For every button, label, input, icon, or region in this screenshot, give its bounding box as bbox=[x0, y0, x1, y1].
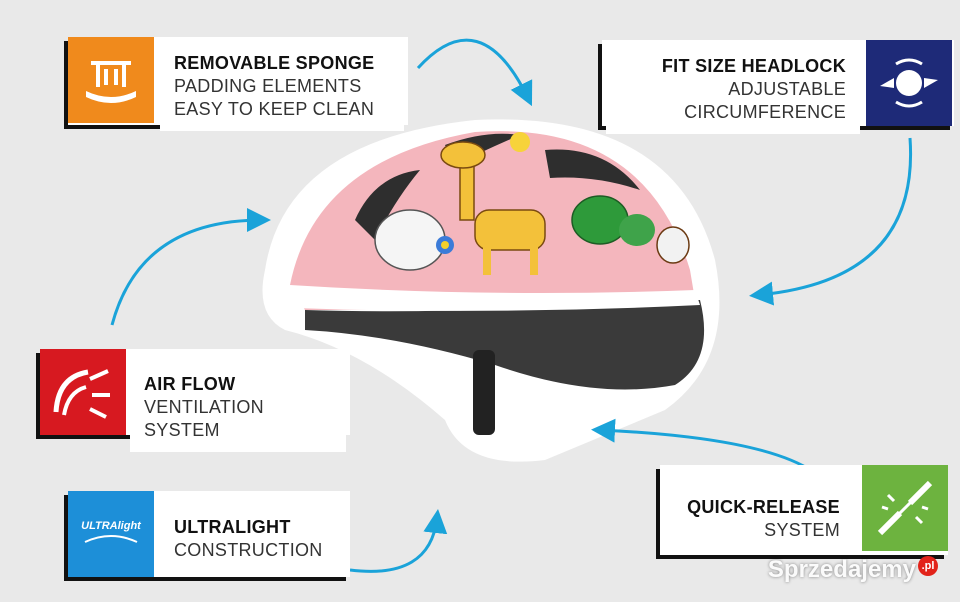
sponge-padding-icon bbox=[68, 37, 154, 123]
airflow-title: AIR FLOW bbox=[144, 374, 236, 394]
ultralight-line1: CONSTRUCTION bbox=[174, 540, 323, 560]
headlock-line2: CIRCUMFERENCE bbox=[684, 102, 846, 122]
sponge-line1: PADDING ELEMENTS bbox=[174, 76, 362, 96]
watermark-suffix: .pl bbox=[918, 556, 938, 576]
sponge-title: REMOVABLE SPONGE bbox=[174, 53, 375, 73]
sponge-line2: EASY TO KEEP CLEAN bbox=[174, 99, 375, 119]
ultralight-icon: ULTRAlight bbox=[68, 491, 154, 577]
airflow-line1: VENTILATION SYSTEM bbox=[144, 397, 264, 440]
watermark-text: Sprzedajemy bbox=[767, 556, 916, 583]
air-flow-icon bbox=[40, 349, 126, 435]
ultralight-badge: ULTRAlight bbox=[81, 520, 141, 532]
watermark-logo: Sprzedajemy.pl bbox=[768, 556, 938, 584]
headlock-dial-icon bbox=[866, 40, 952, 126]
buckle-icon bbox=[862, 465, 948, 551]
helmet-illustration bbox=[262, 119, 720, 462]
headlock-line1: ADJUSTABLE bbox=[728, 79, 846, 99]
ultralight-title: ULTRALIGHT bbox=[174, 517, 291, 537]
quickrelease-title: QUICK-RELEASE bbox=[687, 497, 840, 517]
headlock-title: FIT SIZE HEADLOCK bbox=[661, 56, 846, 76]
quickrelease-line1: SYSTEM bbox=[764, 520, 840, 540]
